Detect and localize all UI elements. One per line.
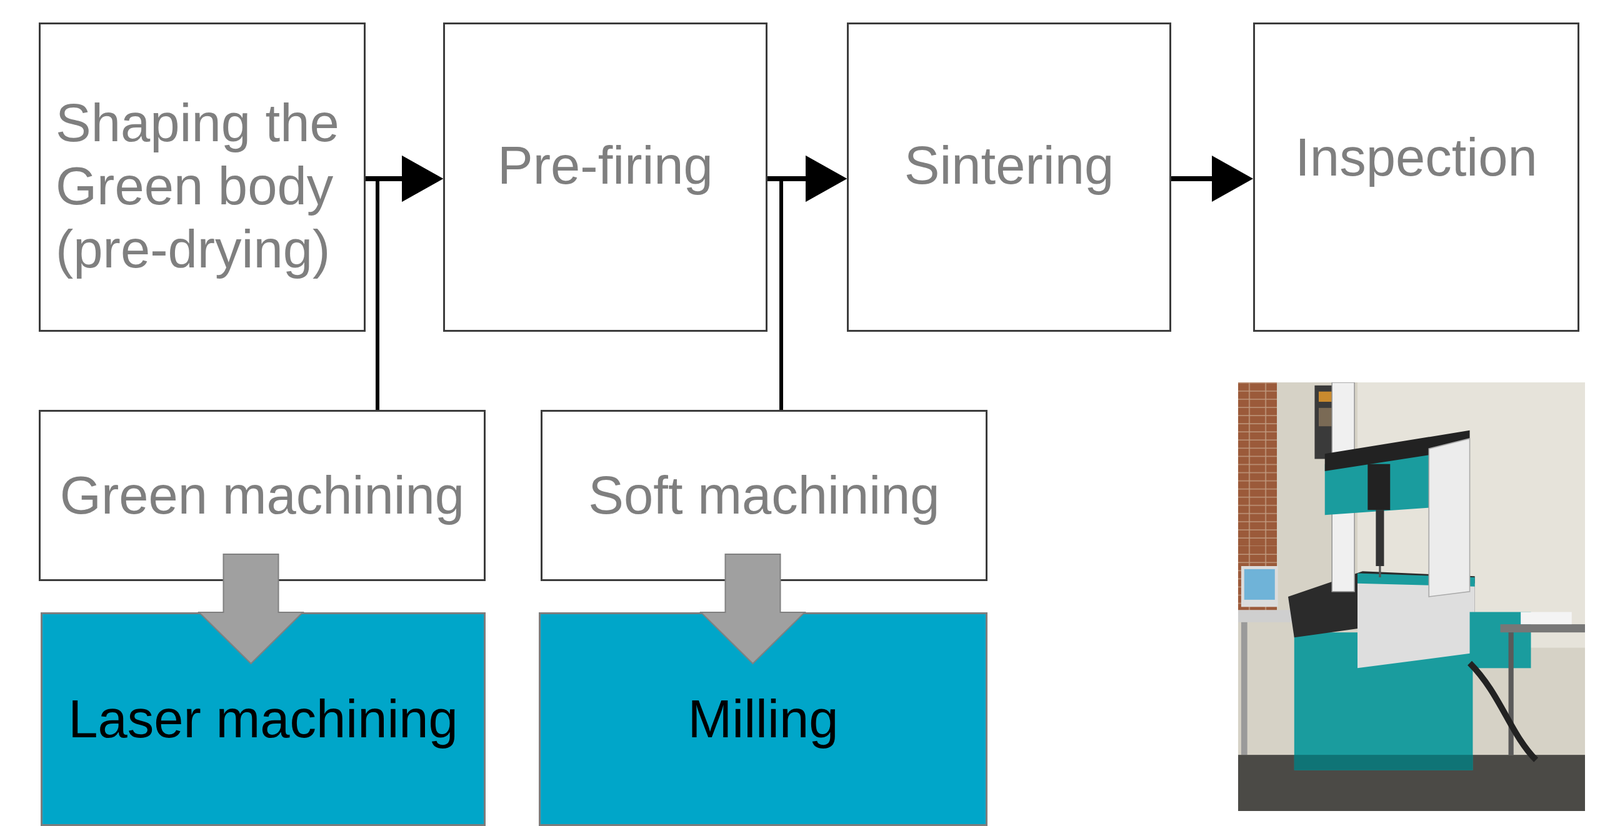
monitor-screen	[1244, 569, 1275, 600]
node-label: Soft machining	[588, 463, 940, 527]
flow-arrow	[781, 178, 806, 410]
block-arrow	[199, 554, 304, 664]
node-label: Shaping the Green body (pre-drying)	[55, 91, 349, 281]
probe-carriage	[1367, 464, 1390, 511]
process-box: Green machining	[38, 410, 486, 582]
flow-arrow	[365, 176, 402, 182]
block-arrow	[701, 554, 805, 664]
node-label: Laser machining	[68, 687, 459, 751]
table-leg	[1508, 632, 1514, 755]
room-wall	[1238, 382, 1585, 812]
node-label: Milling	[688, 687, 839, 751]
process-box: Inspection	[1253, 22, 1580, 332]
probe-arm	[1375, 510, 1384, 567]
cable-hose	[1470, 663, 1537, 760]
method-box: Milling	[538, 612, 988, 826]
node-label: Inspection	[1295, 125, 1537, 189]
right-column	[1428, 438, 1470, 597]
probe-tip	[1378, 566, 1381, 578]
process-box: Shaping the Green body (pre-drying)	[38, 22, 366, 332]
floor	[1238, 755, 1585, 812]
desk-leg	[1241, 622, 1248, 755]
process-box: Sintering	[846, 22, 1172, 332]
paper-sheet	[1520, 612, 1572, 625]
process-box: Pre-firing	[443, 22, 768, 332]
method-box: Laser machining	[40, 612, 486, 826]
side-table	[1500, 624, 1585, 633]
node-label: Pre-firing	[497, 133, 714, 197]
node-label: Sintering	[904, 133, 1114, 197]
monitor	[1241, 566, 1279, 607]
flow-arrow	[767, 176, 806, 182]
base-shadow	[1294, 755, 1474, 771]
flow-arrow	[1171, 176, 1212, 182]
flow-arrow	[377, 178, 402, 410]
process-box: Soft machining	[540, 410, 988, 582]
node-label: Green machining	[60, 463, 465, 527]
cmm-photo	[1238, 382, 1585, 812]
